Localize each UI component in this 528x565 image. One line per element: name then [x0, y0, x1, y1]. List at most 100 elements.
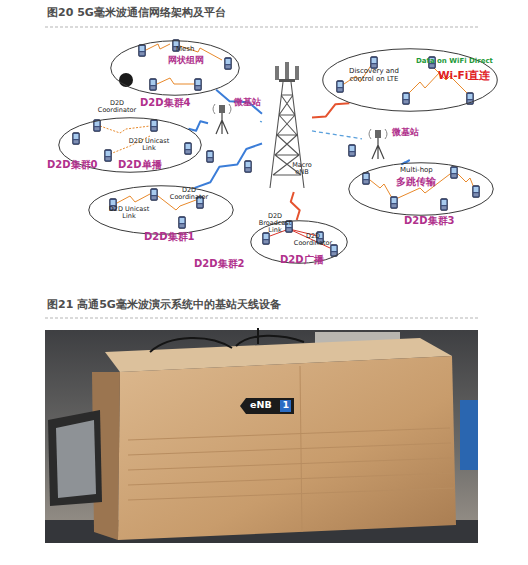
radio-link	[216, 90, 262, 114]
radio-wave	[369, 129, 387, 139]
radio-link	[189, 121, 208, 131]
enb-tag	[240, 398, 294, 414]
phone-icon	[337, 81, 344, 93]
radio-link	[312, 103, 349, 117]
micro-antenna	[213, 104, 231, 134]
phone-icon	[195, 79, 202, 91]
micro-station: 微基站	[362, 126, 428, 162]
phone-icon	[207, 151, 214, 163]
tower-antenna	[275, 66, 279, 80]
photo-monitor	[460, 400, 478, 470]
d2d-cluster: D2D集群0D2D CoordinatorD2D Unicast LinkD2D…	[58, 117, 202, 173]
d2d-link	[146, 44, 222, 84]
phone-icon	[263, 233, 270, 245]
node-label: D2D Unicast Link	[108, 206, 150, 220]
tower-antenna	[285, 62, 289, 79]
cluster-ellipse	[89, 186, 234, 235]
node-label: D2D单播	[118, 159, 162, 170]
node-label: Multi-hop	[400, 167, 433, 175]
radio-link	[195, 143, 262, 187]
phone-icon	[105, 150, 112, 162]
phone-icon	[391, 197, 398, 209]
node-label: D2D Unicast Link	[128, 138, 170, 152]
phone-icon	[473, 186, 480, 198]
enb-tag-text: eNB	[250, 400, 272, 410]
tower-platform	[279, 79, 295, 82]
d2d-cluster: D2D CoordinatorD2D Unicast LinkD2D集群1	[88, 185, 234, 235]
node-label: Data on WiFi Direct	[416, 58, 493, 66]
node-label: D2D集群1	[144, 231, 195, 242]
radio-wave	[213, 104, 231, 114]
phone-icon	[150, 79, 157, 91]
d2d-cluster: Multi-hop多跳传输D2D集群3	[348, 162, 494, 216]
d2d-links	[100, 44, 474, 248]
phone-icon	[185, 143, 192, 155]
micro-station: 微基站	[208, 96, 260, 136]
phone-icon	[441, 199, 448, 211]
wifi-direct-cluster: Discovery and control on LTE Data on WiFi…	[322, 48, 498, 112]
node-label: D2D集群3	[404, 215, 455, 226]
enb-number-box	[280, 400, 291, 412]
node-label: D2D集群4	[140, 97, 191, 108]
phone-icon	[151, 120, 158, 132]
antenna-mast	[216, 112, 228, 134]
node-label: 微基站	[234, 98, 261, 108]
photo-background	[45, 330, 478, 543]
enb-photo	[45, 328, 478, 543]
node-label: Mesh	[176, 46, 194, 54]
title-rule	[45, 27, 478, 28]
phone-icon	[403, 93, 410, 105]
node-label: D2D集群0	[47, 159, 98, 170]
micro-antenna	[369, 129, 387, 159]
node-label: D2D广播	[280, 254, 324, 265]
cluster-ellipse	[323, 49, 498, 112]
figure-title: 图20 5G毫米波通信网络架构及平台	[47, 7, 226, 19]
figure-title: 图21 高通5G毫米波演示系统中的基站天线设备	[47, 299, 281, 311]
box-front-face	[118, 356, 456, 540]
node-label: Macro eNB	[288, 162, 316, 176]
node-label: D2D Broadcast Link	[252, 213, 298, 234]
photo-cables	[150, 328, 304, 352]
box-panel	[56, 420, 96, 498]
phones	[73, 40, 480, 257]
d2d-cluster: Mesh网状组网D2D集群4	[110, 40, 240, 96]
phone-icon	[179, 217, 186, 229]
cluster-outline	[110, 40, 240, 96]
phone-icon	[73, 133, 80, 145]
node-label: Wi-Fi直连	[438, 70, 490, 82]
node-label: D2D Coordinator	[94, 100, 140, 114]
node-label: D2D Coordinator	[290, 233, 336, 247]
node-label: 多跳传输	[396, 177, 436, 187]
node-label: Discovery and control on LTE	[342, 68, 406, 83]
node-label: 微基站	[392, 128, 419, 138]
d2d-cluster: D2D Broadcast LinkD2D CoordinatorD2D集群2D…	[250, 220, 348, 264]
antenna-head	[375, 130, 381, 138]
phone-icon	[451, 167, 458, 179]
box-ridges	[128, 366, 454, 532]
phone-icon	[349, 145, 356, 157]
title-rule	[45, 318, 478, 319]
macro-enb-tower: Macro eNB	[262, 62, 312, 192]
backhaul-link	[312, 131, 362, 139]
node-label: D2D集群2	[194, 258, 245, 269]
phone-icon	[363, 173, 370, 185]
antenna-mast	[372, 137, 384, 159]
antenna-head	[219, 105, 225, 113]
phone-icon	[225, 58, 232, 70]
phone-icon	[139, 45, 146, 57]
node-label: D2D Coordinator	[166, 187, 212, 201]
phone-icon	[371, 57, 378, 69]
cluster-ellipse	[111, 41, 240, 96]
cluster-ellipse	[349, 163, 494, 216]
node-label: 网状组网	[168, 56, 204, 66]
box-panel-frame	[48, 410, 102, 506]
tower-antenna	[295, 66, 299, 80]
radio-link	[291, 192, 300, 220]
mesh-device	[119, 73, 133, 87]
phone-icon	[151, 189, 158, 201]
d2d-link	[370, 174, 474, 198]
